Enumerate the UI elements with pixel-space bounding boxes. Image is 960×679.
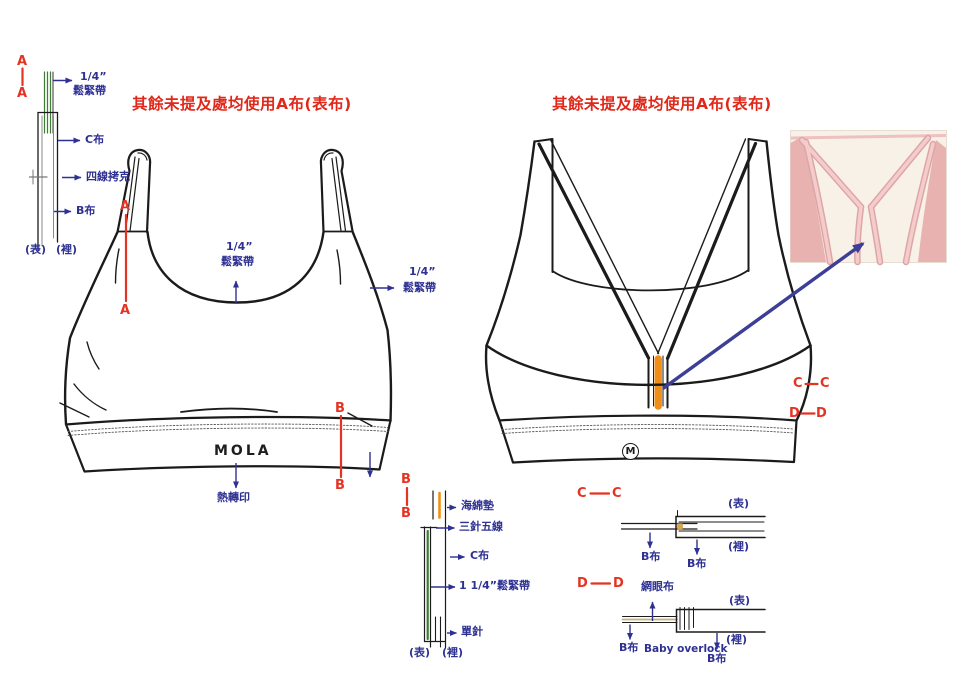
marker-dd-left: D — [577, 576, 588, 591]
back-view-drawing — [484, 138, 813, 464]
aa-elastic-size-label: 1/4” — [80, 70, 107, 83]
dd-lining-label: (裡) — [726, 633, 748, 646]
bb-c-fabric-label: C布 — [470, 549, 490, 562]
cc-b-fabric-right-label: B布 — [687, 557, 707, 570]
back-marker-c-left: C — [793, 376, 803, 391]
dd-face-label: (表) — [729, 594, 751, 607]
front-marker-b-top: B — [335, 401, 345, 416]
cc-b-fabric-left-label: B布 — [641, 550, 661, 563]
marker-aa-bottom: A — [17, 86, 28, 101]
front-marker-a-bottom: A — [120, 303, 131, 318]
back-m-logo: M — [622, 443, 639, 460]
detail-aa-drawing — [28, 71, 59, 251]
marker-cc-right: C — [612, 486, 622, 501]
annotation-arrows — [53, 77, 720, 650]
detail-cc-drawing — [620, 510, 766, 539]
aa-lining-label: (裡) — [56, 243, 78, 256]
front-marker-a-top: A — [120, 199, 131, 214]
photo-inset — [790, 130, 947, 266]
marker-dd-right: D — [613, 576, 624, 591]
marker-aa-top: A — [17, 54, 28, 69]
aa-b-fabric-label: B布 — [76, 204, 96, 217]
dd-b-fabric-right-label: B布 — [707, 652, 727, 665]
bb-sponge-label: 海綿墊 — [461, 499, 494, 512]
aa-face-label: (表) — [25, 243, 47, 256]
back-marker-d-right: D — [816, 406, 827, 421]
bb-lining-label: (裡) — [442, 646, 464, 659]
bb-elastic-label: 1 1/4”鬆緊帶 — [459, 579, 531, 592]
photo-pointer-arrow — [662, 242, 865, 390]
front-marker-b-bottom: B — [335, 478, 345, 493]
bb-single-needle-label: 單針 — [461, 625, 483, 638]
detail-bb-drawing — [420, 490, 447, 649]
marker-bb-top: B — [401, 472, 411, 487]
dd-baby-overlock-label: Baby overlock — [644, 643, 728, 655]
marker-bb-bottom: B — [401, 506, 411, 521]
brand-logo-text: MOLA — [214, 443, 272, 459]
heat-transfer-label: 熱轉印 — [217, 491, 250, 504]
front-side-elastic-size: 1/4” — [409, 265, 436, 278]
marker-cc-left: C — [577, 486, 587, 501]
front-view-drawing — [59, 148, 393, 473]
aa-c-fabric-label: C布 — [85, 133, 105, 146]
bb-three-needle-label: 三針五線 — [459, 520, 503, 533]
cc-lining-label: (裡) — [728, 540, 750, 553]
cc-face-label: (表) — [728, 497, 750, 510]
back-marker-c-right: C — [820, 376, 830, 391]
dd-mesh-label: 網眼布 — [641, 580, 674, 593]
section-marker-lines — [21, 67, 819, 585]
aa-four-thread-overlock-label: 四線拷克 — [86, 170, 130, 183]
front-side-elastic-word: 鬆緊帶 — [403, 281, 436, 294]
bb-face-label: (表) — [409, 646, 431, 659]
aa-elastic-word-label: 鬆緊帶 — [73, 84, 106, 97]
dd-b-fabric-left-label: B布 — [619, 641, 639, 654]
detail-dd-drawing — [621, 607, 766, 633]
front-neck-elastic-word: 鬆緊帶 — [221, 255, 254, 268]
usage-note-right: 其餘未提及處均使用A布(表布) — [552, 95, 772, 113]
back-marker-d-left: D — [789, 406, 800, 421]
usage-note-left: 其餘未提及處均使用A布(表布) — [132, 95, 352, 113]
front-neck-elastic-size: 1/4” — [226, 240, 253, 253]
